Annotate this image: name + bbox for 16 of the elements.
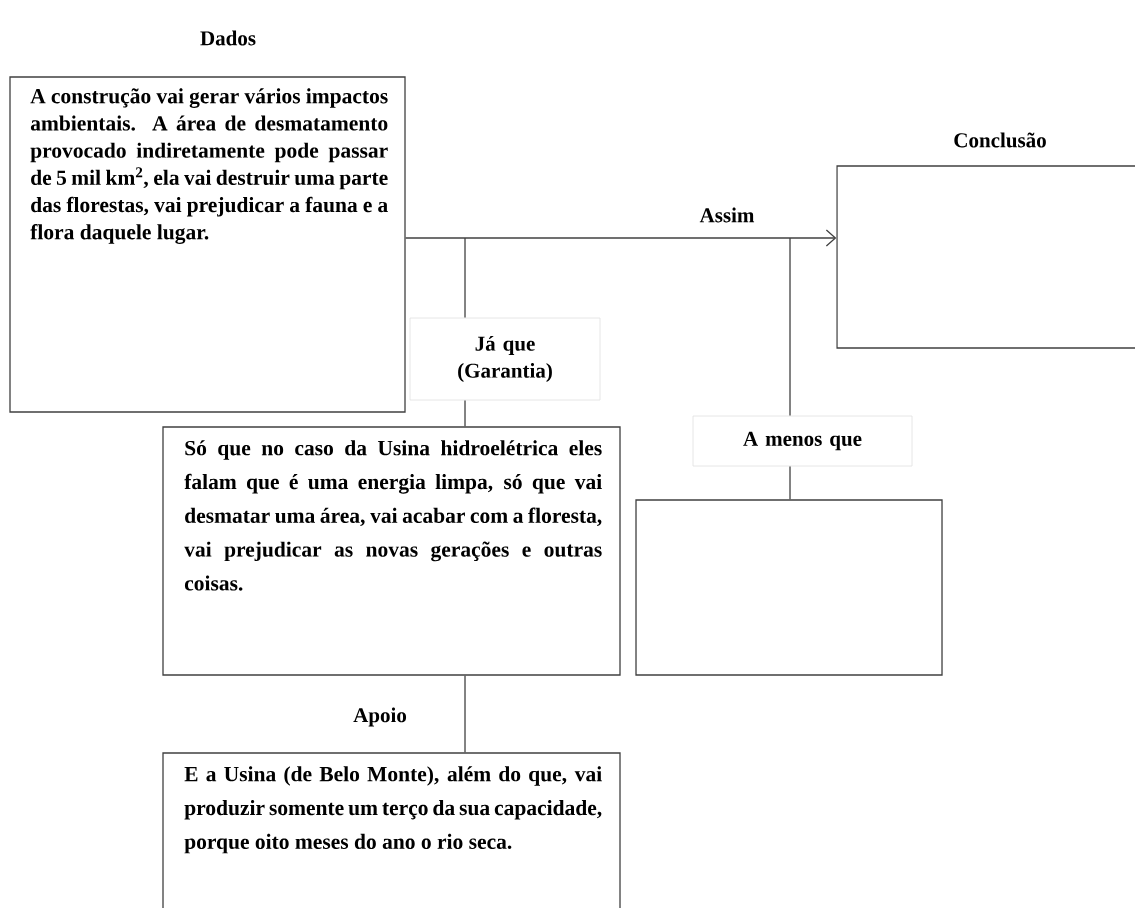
text-box: E a Usina (de Belo Monte), além do que, vai produzir somente um terço da sua capacidade, porque oito meses do ano o rio seca. — [162, 752, 621, 908]
box-heading: Apoio — [353, 707, 407, 727]
connector-line — [789, 465, 791, 500]
connector-line — [789, 237, 791, 417]
arrow — [405, 229, 837, 247]
text-box: Só que no caso da Usina hidroelétrica eles falam que é uma energia limpa, só que vai desmatar uma área, vai acabar com a floresta, vai prejudicar as novas gerações e outras coisas. — [162, 426, 621, 676]
empty-box — [635, 499, 943, 676]
text-box: A construção vai gerar vários impactos ambientais. A área de desmatamento provocado indiretamente pode passar de 5 mil km$^{2}$, ela vai destruir uma parte das florestas, vai prejudicar a fauna e a flora daquele lugar. — [9, 76, 406, 413]
label-box: A menos que — [692, 415, 913, 467]
edge-label: Assim — [697, 205, 757, 225]
connector-line — [464, 237, 466, 319]
label-box: Já que (Garantia) — [409, 317, 601, 401]
connector-line — [464, 399, 466, 427]
connector-line — [464, 675, 466, 753]
box-heading: Conclusão — [954, 132, 1046, 148]
box-heading: Dados — [200, 30, 256, 46]
